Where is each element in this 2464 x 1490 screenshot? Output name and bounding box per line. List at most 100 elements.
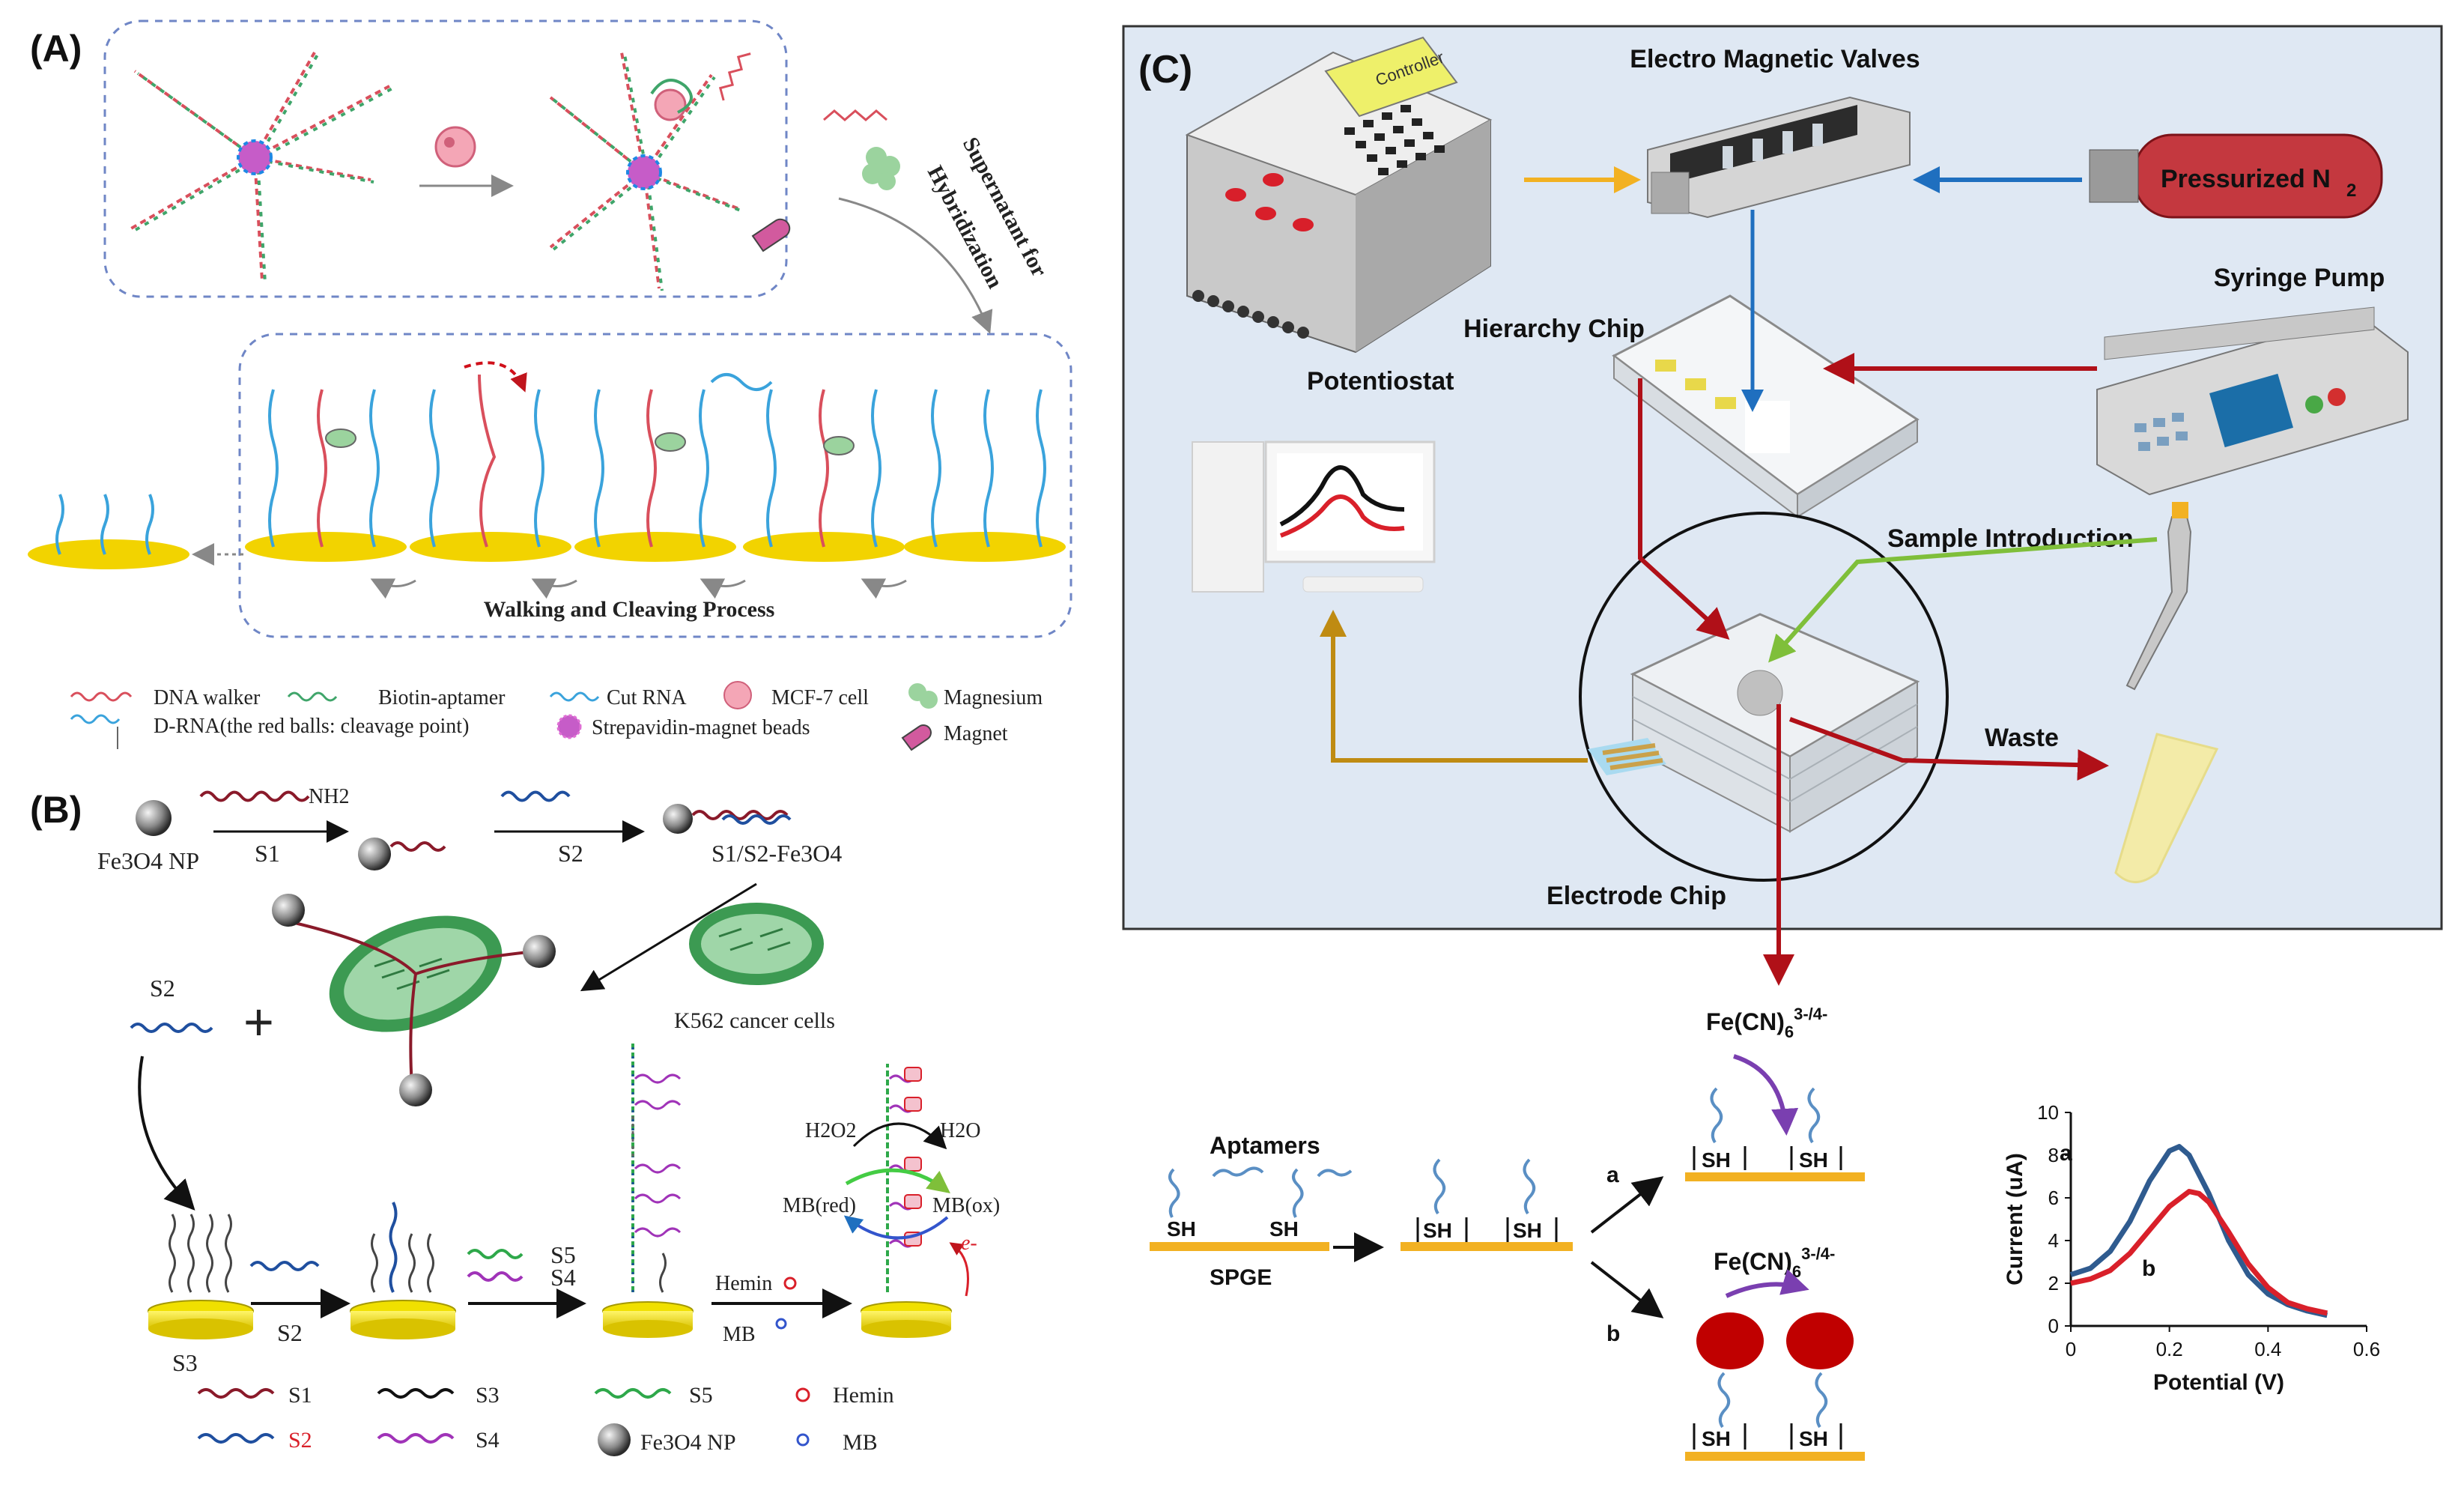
electrode-chip-circle [1579,512,1949,882]
aptamers-label: Aptamers [1210,1132,1320,1159]
legend-s5: S5 [689,1383,713,1408]
x-tick-label: 0.4 [2254,1338,2281,1360]
supernatant-arrow [838,197,993,334]
s2-step-label: S2 [277,1319,303,1346]
legend-s1: S1 [288,1383,312,1408]
legend-dna-walker: DNA walker [154,686,261,709]
walking-electrodes [28,361,1066,599]
s2-arrow-label: S2 [558,840,583,867]
legend-magnet-icon [901,724,932,751]
series-b-label: b [2142,1256,2155,1281]
electrode-s3 [148,1214,254,1339]
walker-strand-icon [823,109,887,121]
sh-7: SH [1702,1427,1731,1450]
legend-mcf7-icon [723,681,752,709]
sh-6: SH [1799,1148,1828,1172]
y-tick-label: 6 [2048,1187,2059,1209]
electrode-label: Electrode Chip [1547,882,1726,910]
chart-y-label: Current (uA) [2003,1153,2027,1285]
electrode-to-potentiostat-arrow [1320,610,1588,763]
legend-magnesium: Magnesium [944,686,1043,709]
x-tick-label: 0.2 [2156,1338,2183,1360]
legend-s2: S2 [288,1428,312,1453]
k562-label: K562 cancer cells [674,1008,835,1033]
sh-3: SH [1423,1219,1452,1242]
legend-fe3o4: Fe3O4 NP [640,1430,736,1455]
s1-arrow-label: S1 [255,840,280,867]
series-a-label: a [2060,1141,2072,1166]
y-tick-label: 4 [2048,1229,2059,1252]
blue-arc [843,1215,949,1240]
valves-label: Electro Magnetic Valves [1630,45,1920,73]
legend-mb: MB [843,1430,878,1455]
legend-mcf7: MCF-7 cell [771,686,869,709]
panel-a-legend: DNA walker Biotin-aptamer Cut RNA MCF-7 … [70,681,1043,751]
s2-free-label: S2 [150,975,175,1002]
plus-sign: + [243,993,274,1051]
legend-magnesium-icon [908,683,938,709]
y-tick-label: 0 [2048,1315,2059,1337]
panel-a-top-box [103,19,788,298]
sh-4: SH [1513,1219,1542,1242]
dna-star-right [549,52,745,291]
s2-free-strand [130,1023,213,1033]
x-tick-label: 0.6 [2353,1338,2380,1360]
magnet-icon [751,218,791,252]
controller-device: Controller [1185,36,1493,354]
sh-2: SH [1269,1217,1299,1241]
x-tick-label: 0 [2066,1338,2076,1360]
legend-s3: S3 [476,1383,500,1408]
waste-label: Waste [1985,724,2059,752]
fecn-top: Fe(CN)63-/4- [1706,1005,1827,1041]
chart-axes [2069,1112,2367,1327]
chip-to-electrode-arrow [1638,378,1730,640]
sample-arrow [1768,537,2158,663]
blocker-right [1786,1312,1854,1369]
path-a-label: a [1606,1163,1619,1187]
panel-c: (C) Electro Magnetic Valves Controller [1122,25,2443,986]
hemin-step-label: Hemin [715,1272,772,1295]
path-b-label: b [1606,1321,1620,1346]
np-s1 [358,838,391,870]
chart-x-label: Potential (V) [2153,1370,2284,1395]
waste-arrow [1788,717,2109,781]
arrow-down-s3 [138,1056,195,1211]
y-tick-label: 8 [2048,1144,2059,1166]
syringe-label: Syringe Pump [2214,264,2385,292]
panel-a-label: (A) [30,28,82,70]
legend-d-rna: D-RNA(the red balls: cleavage point) [154,715,469,738]
fecn-bottom: Fe(CN)63-/4- [1714,1244,1835,1281]
legend-strep-beads: Strepavidin-magnet beads [592,716,810,739]
y-tick-label: 2 [2048,1272,2059,1294]
potentiostat-label: Potentiostat [1307,367,1454,396]
s3-label: S3 [172,1349,198,1376]
electrode-s3-s2 [350,1202,456,1339]
legend-biotin-aptamer: Biotin-aptamer [378,686,506,709]
s5-label: S5 [550,1241,576,1268]
sh-1: SH [1167,1217,1196,1241]
pipette-icon [2125,502,2192,691]
electrode-b [1685,1452,1865,1461]
electrode-hcr [602,1041,694,1338]
h2o-label: H2O [940,1119,980,1142]
legend-np-icon [598,1423,631,1456]
legend-mb-icon [796,1433,810,1447]
mb-red-label: MB(red) [783,1194,856,1217]
fe3o4-label: Fe3O4 NP [97,847,199,874]
panel-b-legend: S1 S2 S3 S4 S5 Fe3O4 NP Hemin MB [197,1383,894,1456]
legend-cut-rna: Cut RNA [607,686,687,709]
legend-s4: S4 [476,1428,500,1453]
fe3o4-np [136,800,172,836]
chart-series [2069,1144,2328,1318]
legend-hemin-icon [795,1387,810,1402]
hemin-step-icon [783,1277,797,1290]
potentiostat-computer [1192,440,1436,593]
h2o2-arc [852,1122,947,1150]
released-walker [718,52,751,101]
series-b-line [2070,1189,2328,1316]
s2-strand [500,790,571,802]
green-arc [845,1168,950,1194]
